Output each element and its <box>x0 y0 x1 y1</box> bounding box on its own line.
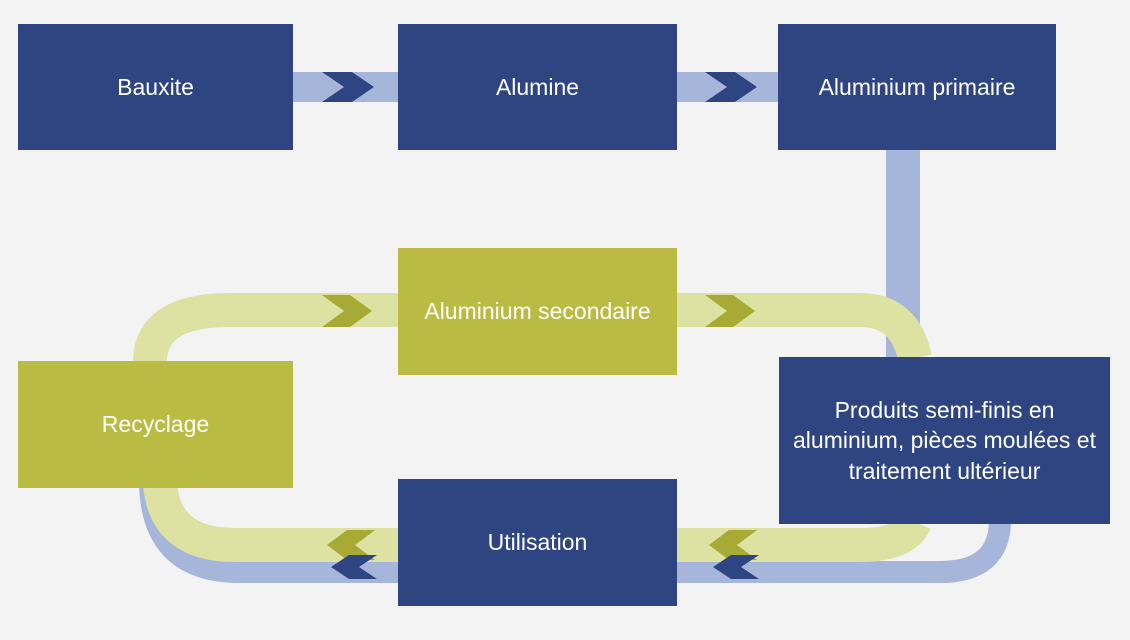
chevron-left-icon <box>327 530 375 560</box>
node-bauxite-label: Bauxite <box>117 73 194 100</box>
node-recyclage-label: Recyclage <box>101 411 210 438</box>
node-produits-semi-finis-label: Produits semi-finis en aluminium, pièces… <box>793 396 1096 484</box>
node-recyclage: Recyclage <box>18 361 293 488</box>
flow-loop-top-green <box>133 293 932 364</box>
chevron-right-icon <box>322 72 374 102</box>
node-produits-semi-finis: Produits semi-finis en aluminium, pièces… <box>779 357 1110 524</box>
flow-loop-bottom-green <box>143 481 931 562</box>
chevron-left-icon <box>331 555 377 579</box>
chevron-left-icon <box>713 555 759 579</box>
chevron-left-icon <box>709 530 757 560</box>
node-aluminium-secondaire: Aluminium secondaire <box>398 248 677 375</box>
node-aluminium-secondaire-label: Aluminium secondaire <box>424 298 651 325</box>
node-aluminium-primaire-label: Aluminium primaire <box>818 73 1016 100</box>
node-bauxite: Bauxite <box>18 24 293 150</box>
node-utilisation: Utilisation <box>398 479 677 606</box>
chevron-right-icon <box>705 72 757 102</box>
chevron-right-icon <box>705 295 755 327</box>
node-utilisation-label: Utilisation <box>487 529 588 556</box>
node-alumine-label: Alumine <box>495 73 580 100</box>
node-alumine: Alumine <box>398 24 677 150</box>
chevron-right-icon <box>322 295 372 327</box>
node-aluminium-primaire: Aluminium primaire <box>778 24 1056 150</box>
